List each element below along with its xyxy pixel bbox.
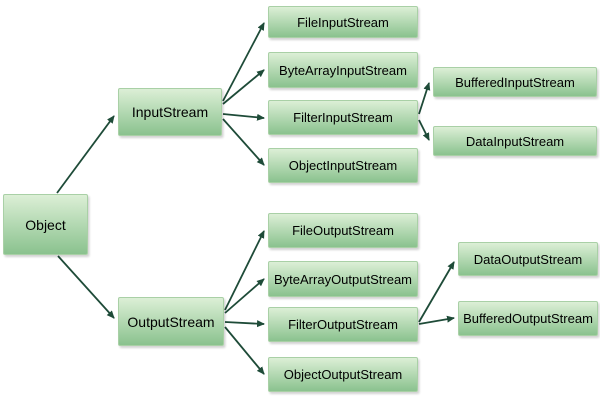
edge-filteroutput-dataoutput [418,261,455,323]
node-objectinputstream: ObjectInputStream [268,148,418,183]
node-fileoutputstream-label: FileOutputStream [292,223,394,238]
node-object-label: Object [25,216,66,233]
edge-filterinput-datainput [418,119,430,141]
node-objectoutputstream-label: ObjectOutputStream [283,367,403,382]
edge-filteroutput-bufferedoutput [418,315,455,325]
edge-outputstream-fileoutput [224,230,265,311]
node-bufferedinputstream-label: BufferedInputStream [455,74,575,90]
node-fileinputstream: FileInputStream [268,6,418,38]
node-datainputstream: DataInputStream [433,126,597,156]
node-inputstream: InputStream [118,88,222,136]
edge-filterinput-bufferedinput [418,82,431,115]
edge-object-inputstream [56,115,115,194]
edge-outputstream-objectoutput [224,326,265,375]
edge-inputstream-bytearrayinput [222,69,265,105]
node-bufferedoutputstream-label: BufferedOutputStream [463,311,593,326]
edge-outputstream-bytearrayoutput [224,278,265,314]
node-filteroutputstream: FilterOutputStream [268,307,418,342]
node-bytearrayinputstream: ByteArrayInputStream [268,52,418,88]
node-bytearrayinputstream-label: ByteArrayInputStream [279,62,407,78]
node-bytearrayoutputstream-label: ByteArrayOutputStream [274,271,412,287]
node-objectinputstream-label: ObjectInputStream [288,158,398,173]
edge-outputstream-filteroutput [224,320,265,328]
edge-inputstream-objectinput [222,118,265,166]
node-datainputstream-label: DataInputStream [465,133,565,149]
node-objectoutputstream: ObjectOutputStream [268,357,418,392]
edge-inputstream-filterinput [222,113,265,121]
node-dataoutputstream: DataOutputStream [458,242,598,276]
node-bufferedoutputstream: BufferedOutputStream [458,301,598,336]
node-object: Object [3,194,88,255]
edge-object-outputstream [57,255,115,319]
node-dataoutputstream-label: DataOutputStream [473,251,583,267]
node-bufferedinputstream: BufferedInputStream [433,67,597,97]
node-bytearrayoutputstream: ByteArrayOutputStream [268,261,418,297]
edge-inputstream-fileinput [222,22,265,102]
node-inputstream-label: InputStream [131,104,209,120]
node-outputstream: OutputStream [118,297,224,346]
node-outputstream-label: OutputStream [127,313,215,330]
node-fileoutputstream: FileOutputStream [268,213,418,248]
node-filteroutputstream-label: FilterOutputStream [288,317,398,332]
node-fileinputstream-label: FileInputStream [297,14,389,30]
node-filterinputstream-label: FilterInputStream [293,110,393,125]
node-filterinputstream: FilterInputStream [268,100,418,135]
